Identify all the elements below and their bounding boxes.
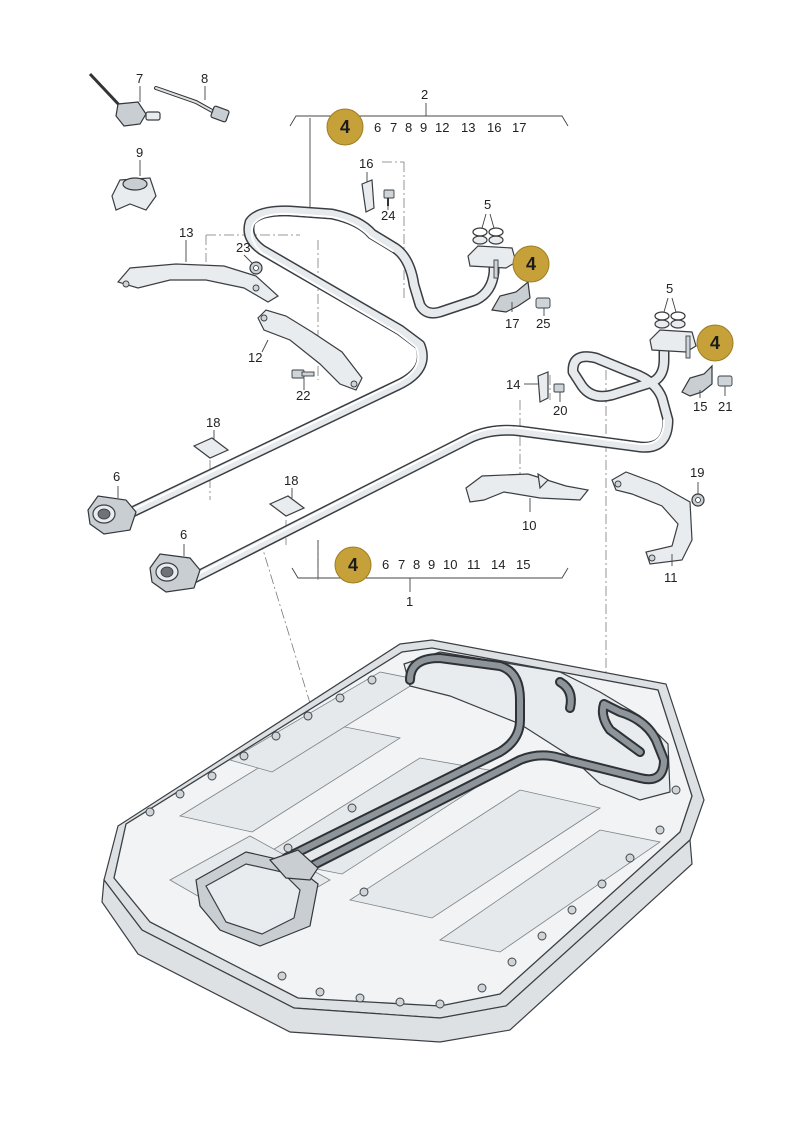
nut-part-23 (243, 254, 263, 275)
callout-21: 21 (718, 399, 732, 414)
upper-list-item: 13 (461, 120, 475, 135)
callout-20: 20 (553, 403, 567, 418)
bolt-part-21 (717, 375, 733, 396)
callout-9: 9 (136, 145, 143, 160)
upper-list-item: 17 (512, 120, 526, 135)
bracket-part-15 (681, 335, 713, 398)
upper-coolant-pipe (122, 205, 500, 520)
svg-text:4: 4 (348, 555, 358, 575)
upper-group-part-list: 6 7 8 9 12 13 16 17 (374, 120, 526, 135)
lower-list-item: 11 (467, 557, 481, 572)
callout-11: 11 (664, 570, 678, 585)
pipe-end-connector-left-upper (87, 495, 137, 535)
lower-list-item: 10 (443, 557, 457, 572)
callout-8: 8 (201, 71, 208, 86)
bracket-part-10 (465, 472, 590, 512)
badge-lower-group: 4 (334, 546, 372, 584)
callout-15: 15 (693, 399, 707, 414)
callout-12: 12 (248, 350, 262, 365)
upper-group-label: 2 (421, 87, 428, 102)
callout-24: 24 (381, 208, 395, 223)
badge-upper-group: 4 (326, 108, 364, 146)
lower-list-item: 9 (428, 557, 435, 572)
badge-connector-left: 4 (512, 245, 550, 283)
pipe-coupling-lower (649, 297, 697, 353)
lower-group-part-list: 6 7 8 9 10 11 14 15 (382, 557, 530, 572)
svg-text:4: 4 (710, 333, 720, 353)
callout-16: 16 (359, 156, 373, 171)
callout-19: 19 (690, 465, 704, 480)
lower-list-item: 15 (516, 557, 530, 572)
callout-22: 22 (296, 388, 310, 403)
lower-list-item: 7 (398, 557, 405, 572)
clip-part-14 (524, 371, 549, 403)
clip-part-16 (361, 172, 375, 213)
callout-6-lower: 6 (180, 527, 187, 542)
bracket-part-13 (116, 240, 280, 303)
callout-5-lower: 5 (666, 281, 673, 296)
upper-list-item: 12 (435, 120, 449, 135)
pipe-coupling-upper (467, 213, 517, 269)
upper-list-item: 8 (405, 120, 412, 135)
bolt-part-24 (383, 189, 395, 206)
bracket-part-11 (611, 471, 693, 566)
callout-14: 14 (506, 377, 520, 392)
clip-part-18-lower (268, 488, 306, 517)
callout-18-lower: 18 (284, 473, 298, 488)
lower-list-item: 8 (413, 557, 420, 572)
bolt-part-25 (535, 297, 551, 316)
upper-list-item: 7 (390, 120, 397, 135)
screw-part-upper (493, 259, 499, 279)
tray-rim-bolts (145, 675, 681, 1009)
nut-part-19 (691, 482, 705, 507)
callout-25: 25 (536, 316, 550, 331)
callout-numbers: 7 8 9 13 23 12 22 16 24 5 17 25 5 14 20 … (113, 71, 732, 585)
bracket-part-12 (257, 309, 363, 391)
callout-13: 13 (179, 225, 193, 240)
callout-18-upper: 18 (206, 415, 220, 430)
callout-17: 17 (505, 316, 519, 331)
badge-connector-right: 4 (696, 324, 734, 362)
callout-5-upper: 5 (484, 197, 491, 212)
bracket-part-17 (491, 280, 531, 313)
lower-group-bracket: 1 (291, 567, 569, 609)
bolt-part-22 (291, 369, 315, 390)
clip-part-18-upper (192, 430, 230, 459)
callout-6-upper: 6 (113, 469, 120, 484)
lower-list-item: 6 (382, 557, 389, 572)
svg-text:4: 4 (340, 117, 350, 137)
bolt-part-20 (553, 383, 565, 402)
pipe-end-connector-left-lower (149, 553, 201, 593)
upper-list-item: 9 (420, 120, 427, 135)
cable-part-8 (154, 86, 230, 123)
battery-tray (101, 639, 705, 1043)
upper-list-item: 6 (374, 120, 381, 135)
callout-23: 23 (236, 240, 250, 255)
callout-7: 7 (136, 71, 143, 86)
upper-group-bracket: 2 (289, 87, 569, 127)
svg-text:4: 4 (526, 254, 536, 274)
lower-coolant-pipe (184, 340, 674, 586)
callout-10: 10 (522, 518, 536, 533)
holder-part-9 (111, 160, 157, 211)
upper-list-item: 16 (487, 120, 501, 135)
lower-group-label: 1 (406, 594, 413, 609)
lower-list-item: 14 (491, 557, 505, 572)
sensor-part-7 (88, 72, 161, 127)
